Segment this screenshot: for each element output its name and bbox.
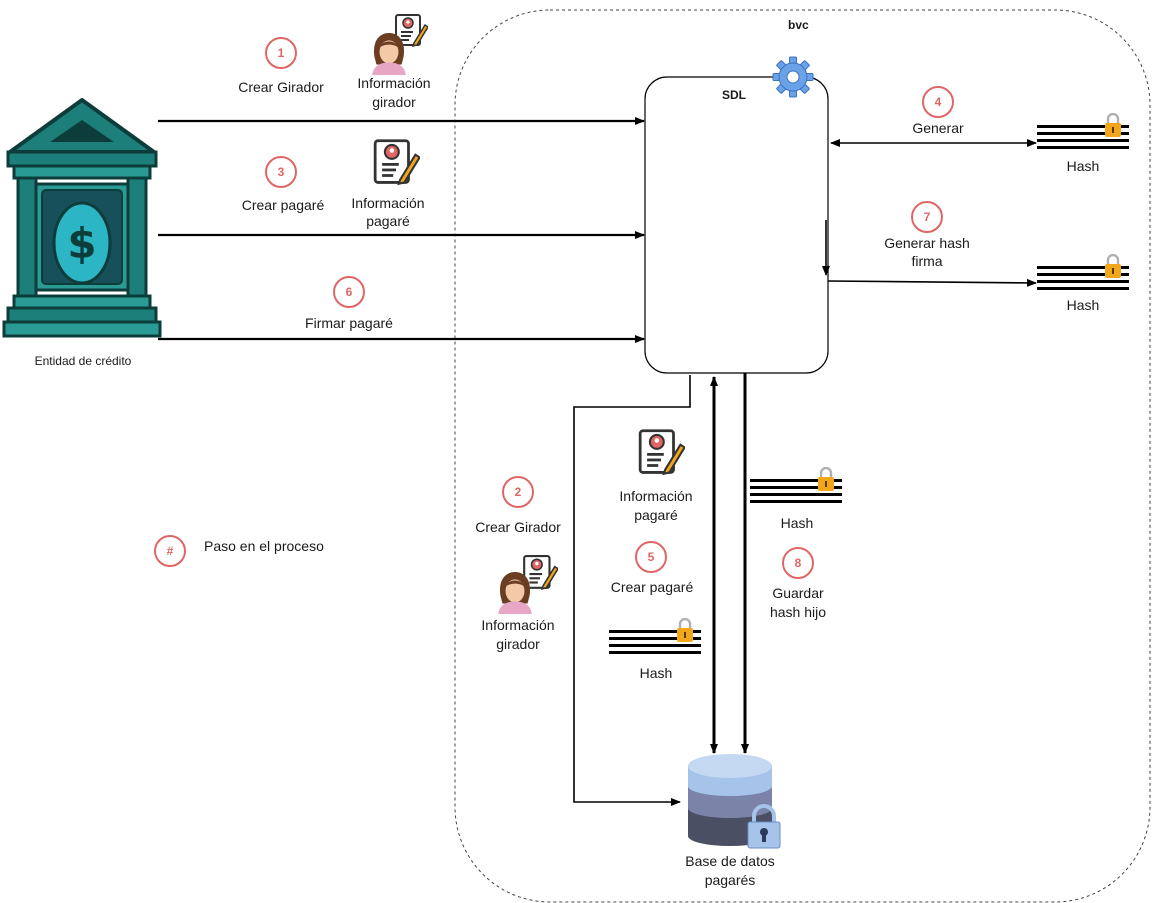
database-label-line2: pagarés	[704, 872, 756, 888]
hash-icon	[609, 618, 701, 654]
step-5-doc-line2: pagaré	[634, 507, 678, 523]
document-icon	[638, 429, 685, 476]
entity-label: Entidad de crédito	[34, 354, 132, 368]
person-icon	[372, 33, 406, 76]
gear-icon	[772, 56, 814, 98]
sdl-label: SDL	[722, 88, 746, 102]
step-1-label: Crear Girador	[238, 79, 324, 95]
arrow-crear-girador-db	[573, 375, 691, 806]
bvc-boundary	[454, 9, 1151, 903]
step-6-label: Firmar pagaré	[305, 315, 393, 331]
step-number-4: 4	[922, 86, 954, 118]
step-1-doc-line2: girador	[372, 94, 416, 110]
step-number-7: 7	[911, 201, 943, 233]
step-2-doc-line1: Información	[481, 617, 555, 633]
database-label-line1: Base de datos	[685, 853, 775, 869]
step-number-3: 3	[265, 156, 297, 188]
step-number-2: 2	[502, 476, 534, 508]
step-4-hash-label: Hash	[1066, 158, 1100, 174]
bvc-label: bvc	[788, 18, 809, 32]
step-3-doc-line2: pagaré	[366, 213, 410, 229]
step-number-6: 6	[333, 276, 365, 308]
person-icon	[498, 572, 532, 615]
sdl-box	[644, 76, 829, 374]
step-8-label-line1: Guardar	[772, 585, 824, 601]
legend-step-symbol: #	[154, 535, 186, 567]
step-2-label: Crear Girador	[475, 519, 561, 535]
step-8-hash-label: Hash	[780, 515, 814, 531]
document-icon	[373, 139, 420, 186]
step-number-5: 5	[635, 541, 667, 573]
hash-icon	[1037, 254, 1129, 290]
step-5-hash-label: Hash	[639, 665, 673, 681]
step-number-8: 8	[782, 547, 814, 579]
step-7-label-line2: firma	[911, 253, 943, 269]
hash-icon	[1037, 113, 1129, 149]
step-3-doc-line1: Información	[351, 195, 425, 211]
step-5-doc-line1: Información	[619, 488, 693, 504]
step-4-label: Generar	[912, 120, 964, 136]
bank-icon: $	[2, 98, 162, 338]
svg-text:$: $	[67, 219, 96, 268]
arrow-generar-hash-firma-out	[827, 278, 1037, 287]
step-8-label-line2: hash hijo	[769, 604, 827, 620]
hash-icon	[750, 467, 842, 503]
step-1-doc-line1: Información	[357, 75, 431, 91]
step-2-doc-line2: girador	[496, 636, 540, 652]
legend-text: Paso en el proceso	[204, 538, 324, 554]
lock-icon	[747, 804, 781, 849]
step-7-label-line1: Generar hash	[884, 235, 970, 251]
step-number-1: 1	[265, 37, 297, 69]
step-7-hash-label: Hash	[1066, 297, 1100, 313]
step-3-label: Crear pagaré	[241, 197, 325, 213]
step-5-label: Crear pagaré	[610, 579, 694, 595]
